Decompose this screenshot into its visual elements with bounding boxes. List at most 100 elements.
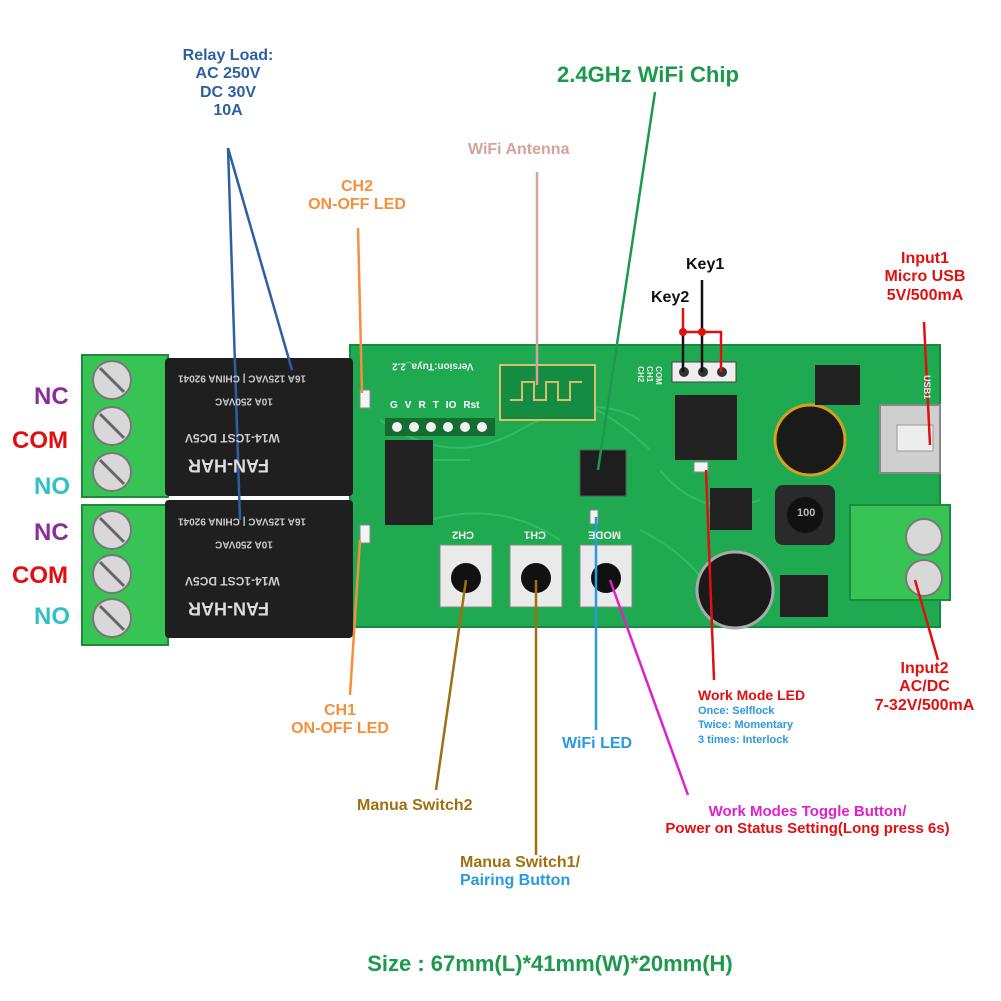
work-mode-note-thrice: 3 times: Interlock [698,733,789,746]
relay-load-ac: AC 250V [195,65,261,83]
terminal-no-1: NO [34,473,70,500]
silkscreen-version: Version:Tuya_2.2 [392,360,474,372]
header-pin-rst: Rst [463,400,480,411]
relay-bottom [165,500,353,638]
header-pin-v: V [404,400,412,411]
toggle-button-label: Work Modes Toggle Button/ Power on Statu… [630,803,985,838]
relay-top-rating-2: 10A 250VAC [215,395,273,407]
ch1-led-subtitle: ON-OFF LED [291,720,389,738]
header-pin-t: T [432,400,439,411]
driver-chip [385,440,433,525]
led-ch2 [359,389,371,409]
ch2-led-label: CH2 ON-OFF LED [282,178,432,215]
silk-com-pins: COM CH1 CH2 [636,366,663,385]
led-work-mode [693,461,709,473]
leader-input2 [913,579,940,661]
terminal-no-2: NO [34,603,70,630]
work-mode-led-label: Work Mode LED [698,687,806,703]
silk-button-ch2: CH2 [452,528,475,541]
relay-load-label: Relay Load: AC 250V DC 30V 10A [148,47,308,121]
work-mode-notes: Once: Selflock Twice: Momentary 3 times:… [698,704,793,747]
silk-ch2: CH2 [635,366,645,383]
key2-label: Key2 [651,289,690,306]
leader-relay-load-b [226,147,242,521]
leader-relay-load-a [226,147,294,371]
leader-dots [679,328,706,336]
relay-top [165,358,353,496]
leader-work-mode-led [704,469,716,681]
relay-load-title: Relay Load: [182,47,274,64]
leader-ch1-led [348,539,362,696]
relay-bottom-rating-2: 10A 250VAC [215,538,273,550]
leader-manual-switch2 [434,579,468,791]
ch2-led-title: CH2 [340,178,373,195]
input1-type: Micro USB [884,268,966,286]
input1-label: Input1 Micro USB 5V/500mA [855,250,995,305]
antenna-area [499,364,596,421]
input2-title: Input2 [900,660,949,677]
header-pin-labels: G V R T IO Rst [390,400,479,411]
header-pin-g: G [390,400,398,411]
leader-toggle-button [608,579,690,796]
wifi-chip [579,449,627,497]
button-ch2 [439,544,493,608]
manual-switch1-title: Manua Switch1/ [460,854,581,871]
capacitor-bottom [695,550,775,630]
header-pin-r: R [418,400,426,411]
work-mode-note-once: Once: Selflock [698,705,775,717]
relay-bottom-rating-1: 16A 125VAC | CHINA 92041 [178,515,307,527]
toggle-button-title: Work Modes Toggle Button/ [708,803,907,820]
silk-usb: USB1 [922,375,933,400]
work-mode-note-twice: Twice: Momentary [698,719,794,732]
wifi-chip-label: 2.4GHz WiFi Chip [557,62,739,87]
terminal-nc-2: NC [34,519,69,546]
mcu-chip [675,395,737,460]
input2-rating: 7-32V/500mA [874,696,975,714]
silk-ch1: CH1 [644,366,654,383]
wifi-led-label: WiFi LED [562,735,633,752]
silk-button-ch1: CH1 [524,528,547,541]
header-pin-io: IO [445,400,457,411]
button-mode [579,544,633,608]
ic-chip [710,488,752,530]
input2-type: AC/DC [899,678,950,696]
leader-lines [226,91,940,855]
input1-title: Input1 [901,250,949,267]
silk-button-mode: MODE [588,528,621,541]
toggle-button-subtitle: Power on Status Setting(Long press 6s) [665,820,950,838]
terminal-nc-1: NC [34,383,69,410]
led-ch1 [359,524,371,544]
size-caption: Size : 67mm(L)*41mm(W)*20mm(H) [367,951,733,976]
leader-ch2-led [356,227,364,394]
relay-top-brand: FAN-HAR [188,455,269,476]
input2-label: Input2 AC/DC 7-32V/500mA [852,660,997,715]
manual-switch1-label: Manua Switch1/ Pairing Button [460,854,580,891]
pairing-button-title: Pairing Button [460,872,571,890]
relay-top-model: W14-1CST DC5V [185,430,280,445]
regulator-bottom [780,575,828,617]
silk-com: COM [653,366,663,385]
led-wifi [589,509,599,525]
manual-switch2-label: Manua Switch2 [357,797,473,814]
relay-load-current: 10A [213,102,243,120]
screw-terminals [92,360,132,638]
relay-top-rating-1: 16A 125VAC | CHINA 92041 [178,372,307,384]
ch1-led-title: CH1 [323,702,356,719]
capacitor-top [773,403,847,477]
leader-wifi-chip [596,91,657,471]
ch2-led-subtitle: ON-OFF LED [308,196,406,214]
relay-load-dc: DC 30V [199,83,257,101]
regulator-top [815,365,860,405]
leader-input1 [922,321,932,446]
silk-inductor: 100 [797,507,816,519]
key1-label: Key1 [686,256,725,273]
relay-bottom-model: W14-1CST DC5V [185,573,280,588]
terminal-com-1: COM [12,427,68,454]
relay-bottom-brand: FAN-HAR [188,598,269,619]
ch1-led-label: CH1 ON-OFF LED [265,702,415,739]
wifi-antenna-label: WiFi Antenna [468,141,570,158]
terminal-com-2: COM [12,562,68,589]
input1-rating: 5V/500mA [886,286,964,304]
